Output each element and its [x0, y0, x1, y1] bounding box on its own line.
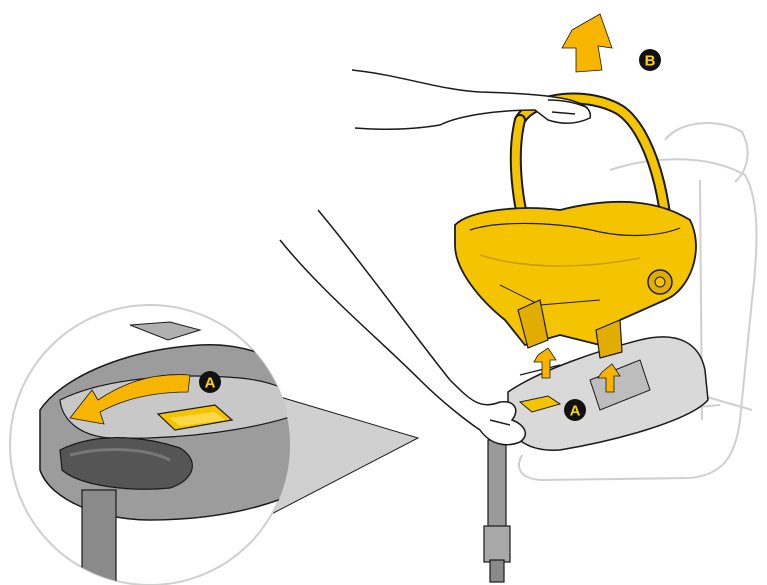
badge-step-a-main: A — [564, 399, 586, 421]
badge-step-a-inset: A — [199, 371, 221, 393]
badge-step-a-main-label: A — [570, 403, 581, 420]
arrow-up-icon — [562, 14, 612, 72]
zoom-inset — [10, 305, 418, 585]
badge-step-a-inset-label: A — [205, 375, 216, 392]
support-leg — [484, 440, 510, 582]
badge-step-b: B — [639, 49, 661, 71]
upper-hand — [352, 70, 590, 129]
badge-step-b-label: B — [645, 53, 656, 70]
infant-carrier — [455, 99, 696, 358]
